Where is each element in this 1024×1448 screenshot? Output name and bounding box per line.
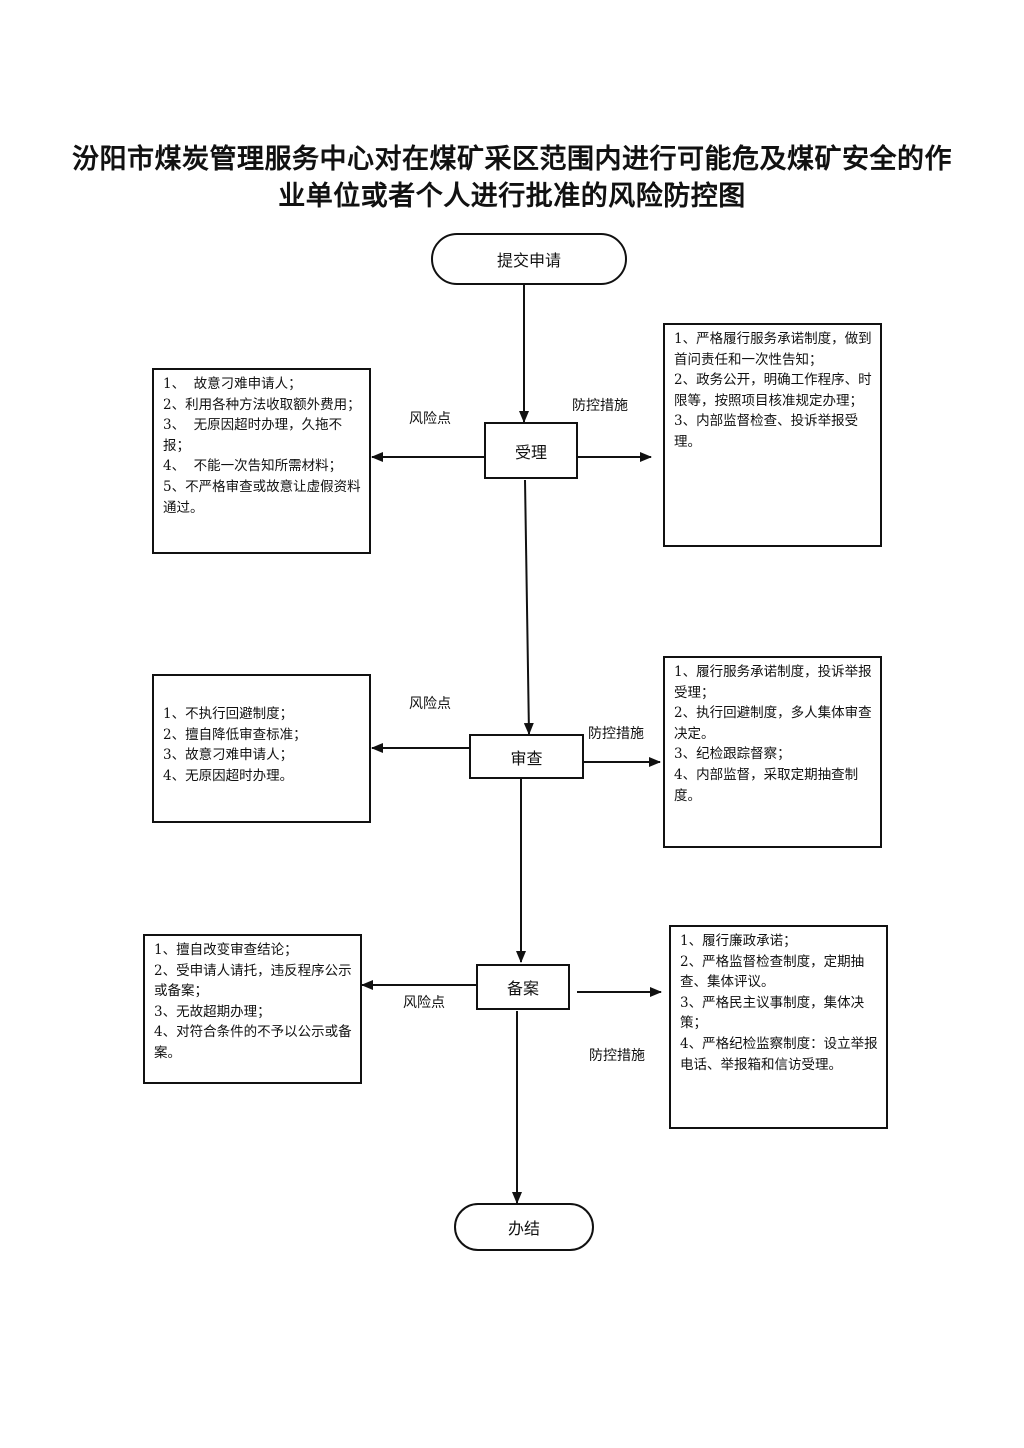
control-item: 1、履行廉政承诺； (680, 933, 797, 949)
review-control-box: 1、履行服务承诺制度，投诉举报受理； 2、执行回避制度，多人集体审查决定。 3、… (663, 656, 882, 848)
node-review: 审查 (469, 734, 584, 779)
risk-item: 2、利用各种方法收取额外费用； (163, 396, 361, 413)
control-item: 1、严格履行服务承诺制度，做到首问责任和一次性告知； (674, 331, 872, 368)
risk-item: 1、不执行回避制度； (163, 706, 294, 722)
risk-item: 5、不严格审查或故意让虚假资料通过。 (163, 478, 361, 516)
risk-item: 4、对符合条件的不予以公示或备案。 (154, 1024, 352, 1061)
node-accept: 受理 (484, 422, 578, 479)
record-risk-box: 1、擅自改变审查结论； 2、受申请人请托，违反程序公示或备案； 3、无故超期办理… (143, 934, 362, 1084)
risk-item: 1、 故意刁难申请人； (163, 376, 302, 392)
page-title-line-2: 业单位或者个人进行批准的风险防控图 (278, 181, 746, 212)
control-item: 1、履行服务承诺制度，投诉举报受理； (674, 664, 872, 701)
control-label-review: 防控措施 (588, 726, 644, 742)
risk-item: 3、无故超期办理； (154, 1003, 271, 1020)
node-submit-application: 提交申请 (431, 233, 627, 285)
record-control-box: 1、履行廉政承诺； 2、严格监督检查制度，定期抽查、集体评议。 3、严格民主议事… (669, 925, 888, 1129)
risk-item: 1、擅自改变审查结论； (154, 942, 298, 958)
risk-label-record: 风险点 (403, 995, 445, 1011)
risk-item: 2、受申请人请托，违反程序公示或备案； (154, 962, 352, 1000)
risk-item: 2、擅自降低审查标准； (163, 726, 307, 743)
control-item: 2、政务公开，明确工作程序、时限等，按照项目核准规定办理； (674, 372, 872, 409)
node-record: 备案 (476, 964, 570, 1010)
accept-risk-box: 1、 故意刁难申请人； 2、利用各种方法收取额外费用； 3、 无原因超时办理，久… (152, 368, 371, 554)
control-label-record: 防控措施 (589, 1048, 645, 1064)
node-finish: 办结 (454, 1203, 594, 1251)
control-item: 2、严格监督检查制度，定期抽查、集体评议。 (680, 953, 865, 991)
accept-control-box: 1、严格履行服务承诺制度，做到首问责任和一次性告知； 2、政务公开，明确工作程序… (663, 323, 882, 547)
arrow-accept-to-review (523, 479, 534, 735)
page-title-line-1: 汾阳市煤炭管理服务中心对在煤矿采区范围内进行可能危及煤矿安全的作 (72, 144, 952, 175)
risk-label-review: 风险点 (409, 696, 451, 712)
control-item: 2、执行回避制度，多人集体审查决定。 (674, 705, 872, 742)
control-label-accept: 防控措施 (572, 398, 628, 414)
control-item: 3、内部监督检查、投诉举报受理。 (674, 413, 859, 450)
risk-item: 4、 不能一次告知所需材料； (163, 458, 343, 475)
risk-item: 4、无原因超时办理。 (163, 767, 294, 784)
risk-item: 3、故意刁难申请人； (163, 747, 294, 764)
risk-item: 3、 无原因超时办理，久拖不报； (163, 417, 343, 454)
control-item: 4、严格纪检监察制度：设立举报电话、举报箱和信访受理。 (680, 1035, 878, 1073)
review-risk-box: 1、不执行回避制度； 2、擅自降低审查标准； 3、故意刁难申请人； 4、无原因超… (152, 674, 371, 823)
control-item: 3、纪检跟踪督察； (674, 746, 791, 763)
risk-label-accept: 风险点 (409, 411, 451, 427)
control-item: 4、内部监督，采取定期抽查制度。 (674, 766, 859, 804)
control-item: 3、严格民主议事制度，集体决策； (680, 994, 865, 1032)
